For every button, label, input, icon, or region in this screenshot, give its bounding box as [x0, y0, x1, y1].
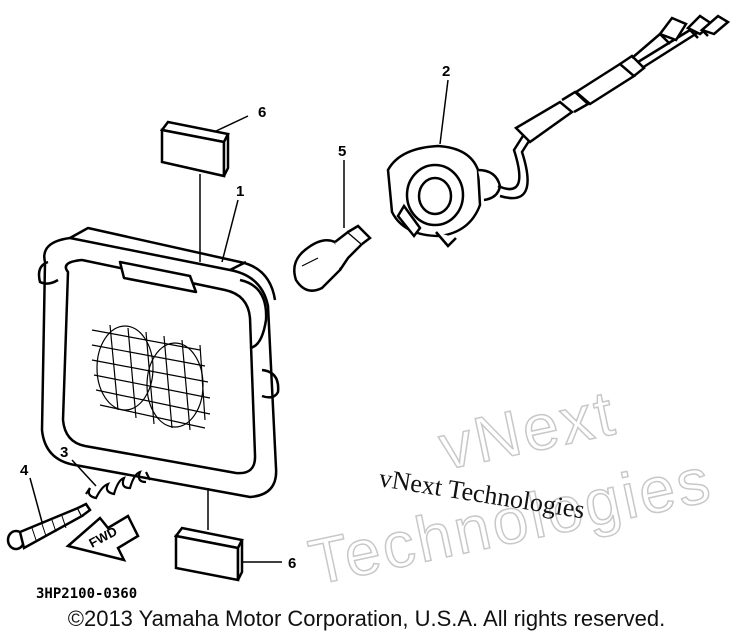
adjusting-screw: [6, 502, 92, 551]
callout-leaders: [29, 79, 449, 563]
headlight-bulb: [293, 224, 372, 292]
wire-harness: [497, 14, 731, 200]
rubber-pad-bottom: [173, 526, 244, 582]
drawing-code: 3HP2100-0360: [36, 586, 137, 602]
callout-part5: 5: [338, 143, 346, 160]
callout-part1: 1: [236, 183, 244, 200]
callout-part6-bottom: 6: [288, 555, 296, 572]
callout-part3: 3: [60, 444, 68, 461]
rubber-pad-top: [159, 120, 230, 178]
adjusting-spring: [85, 470, 151, 500]
forward-arrow: FWD: [65, 514, 140, 562]
callout-part2: 2: [442, 63, 450, 80]
headlight-housing: [37, 226, 280, 499]
copyright-notice: ©2013 Yamaha Motor Corporation, U.S.A. A…: [67, 606, 666, 631]
callout-part6-top: 6: [258, 104, 266, 121]
bulb-socket: [386, 144, 502, 248]
callout-part4: 4: [20, 462, 29, 479]
